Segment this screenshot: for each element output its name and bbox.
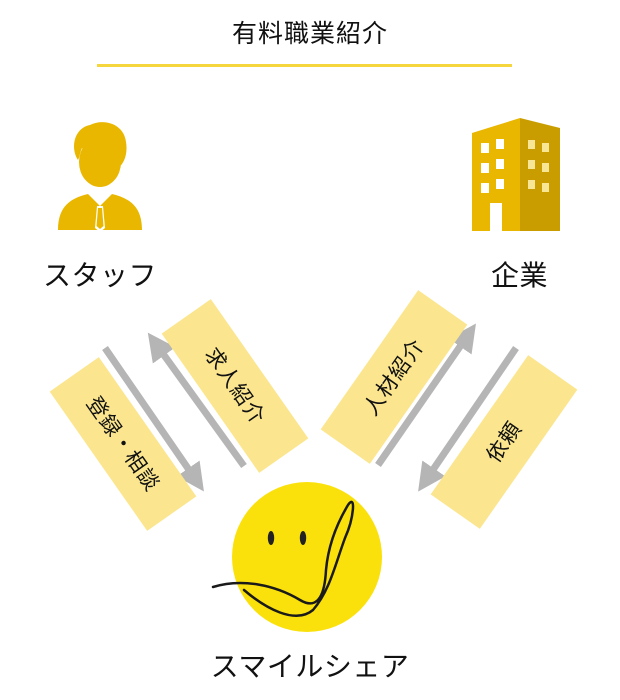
staff-label: スタッフ [43,259,158,292]
person-icon [58,122,142,232]
arrow-company-to-smile [418,346,519,492]
arrow-staff-to-smile [102,346,204,492]
smile-share-label: スマイルシェア [210,650,410,683]
page-title: 有料職業紹介 [231,19,388,48]
arrow-smile-to-staff [147,332,247,469]
company-label: 企業 [491,259,549,292]
building-icon [472,118,560,231]
arrow-smile-to-company [375,323,476,467]
title-underline [97,64,512,67]
smiley-face-icon [211,482,382,632]
